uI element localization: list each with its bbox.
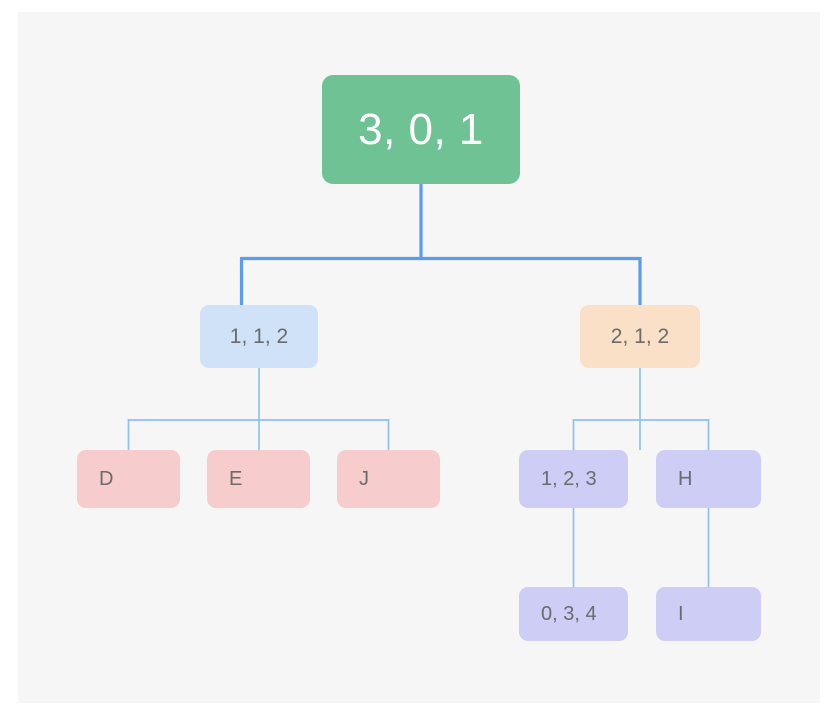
tree-diagram-canvas: 3, 0, 1 1, 1, 2 2, 1, 2 D E J 1, 2, 3 H … [18, 12, 820, 703]
tree-node-root[interactable]: 3, 0, 1 [322, 75, 520, 184]
tree-node-j[interactable]: J [337, 450, 440, 508]
tree-node-label: D [99, 468, 114, 490]
tree-node-label: E [229, 468, 243, 490]
tree-node-1-1-2[interactable]: 1, 1, 2 [200, 305, 318, 368]
tree-node-label: 1, 1, 2 [229, 325, 289, 348]
tree-node-1-2-3[interactable]: 1, 2, 3 [519, 450, 628, 508]
tree-node-label: I [678, 603, 684, 625]
tree-node-h[interactable]: H [656, 450, 761, 508]
tree-node-label: 2, 1, 2 [610, 325, 670, 348]
tree-node-label: 1, 2, 3 [541, 468, 597, 490]
tree-node-2-1-2[interactable]: 2, 1, 2 [580, 305, 700, 368]
tree-node-0-3-4[interactable]: 0, 3, 4 [519, 587, 628, 641]
tree-node-label: J [359, 468, 369, 490]
tree-node-label: 0, 3, 4 [541, 603, 597, 625]
tree-node-label: 3, 0, 1 [358, 104, 484, 154]
tree-node-label: H [678, 468, 693, 490]
tree-node-e[interactable]: E [207, 450, 310, 508]
tree-node-d[interactable]: D [77, 450, 180, 508]
tree-node-i[interactable]: I [656, 587, 761, 641]
